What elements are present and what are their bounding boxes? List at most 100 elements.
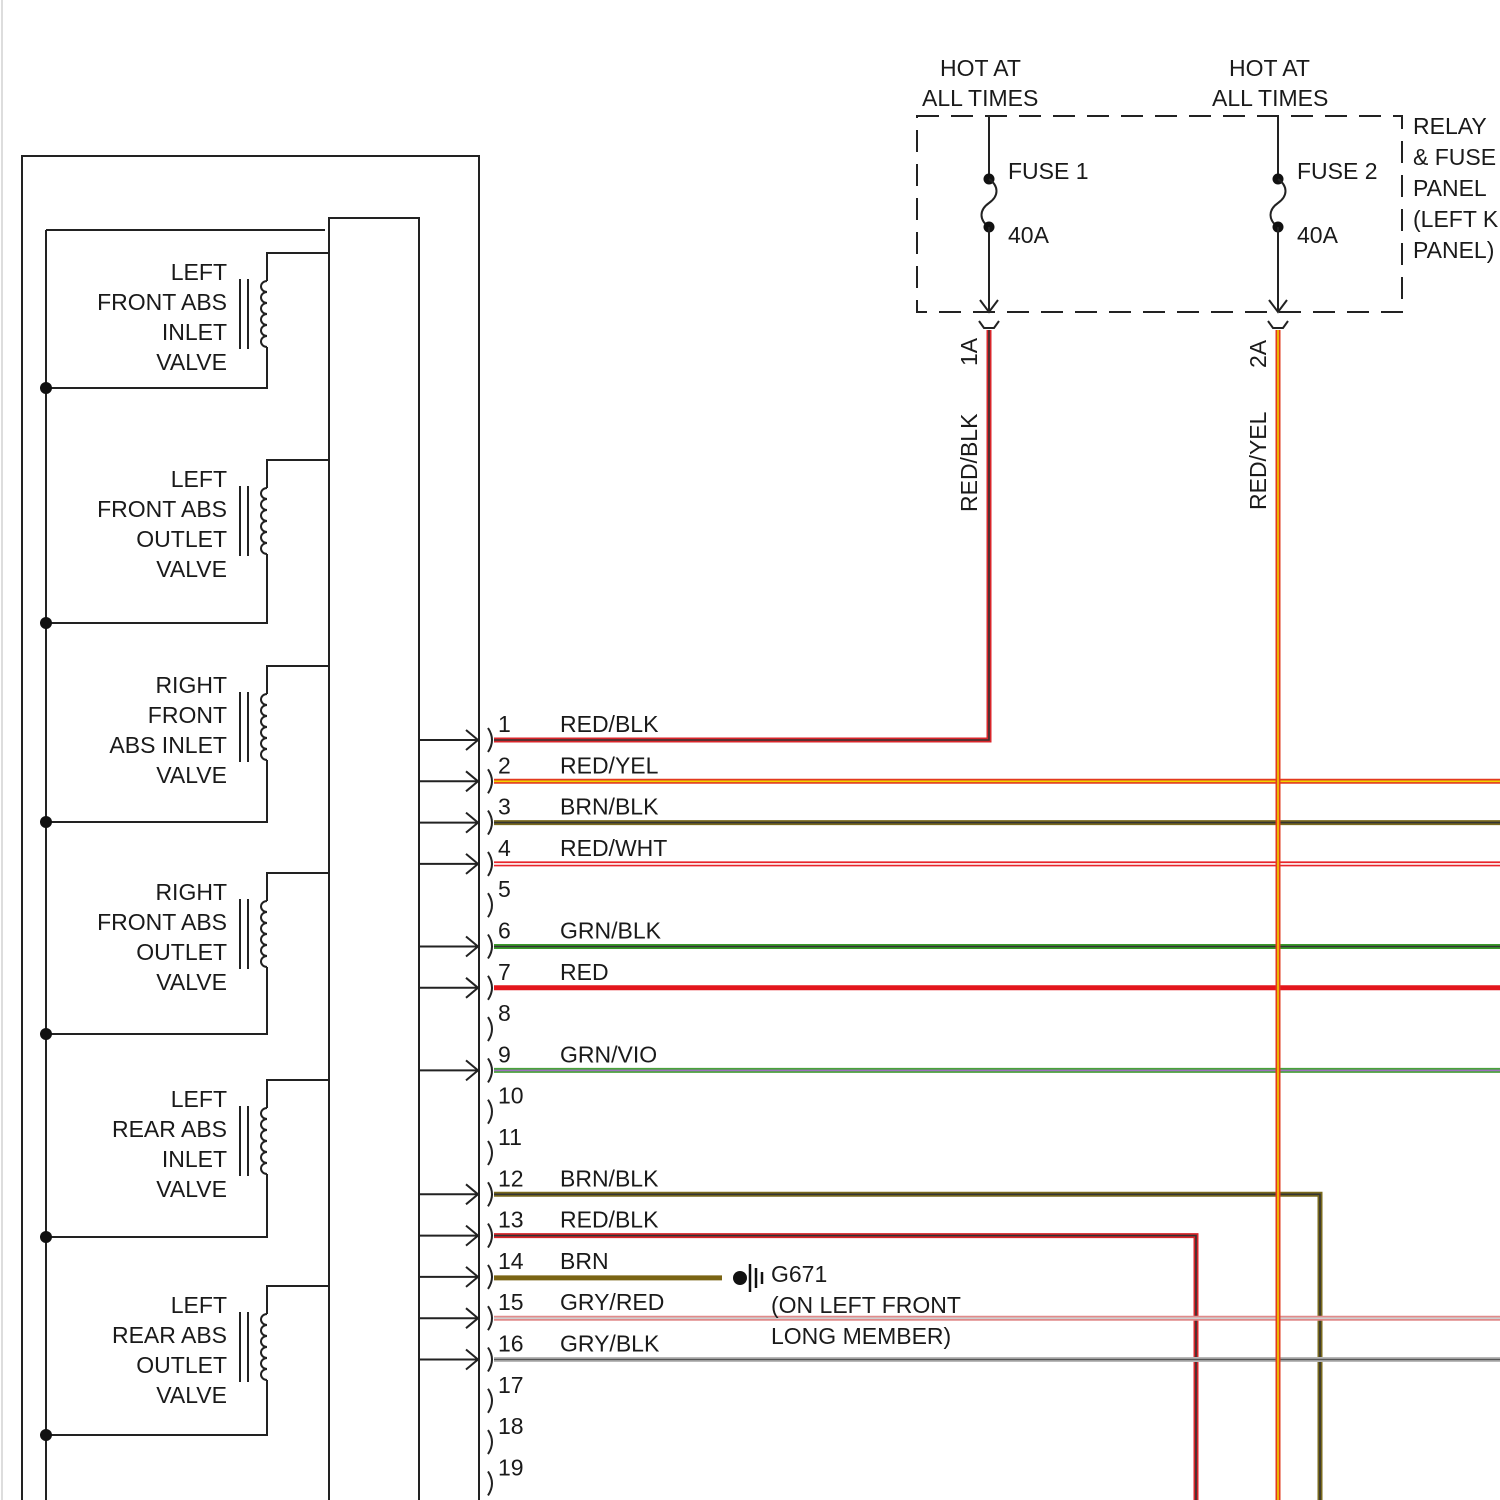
panel-label-line1: RELAY bbox=[1413, 113, 1487, 139]
panel-label-line5: PANEL) bbox=[1413, 237, 1494, 263]
hot-label-1-line2: ALL TIMES bbox=[922, 85, 1038, 111]
pin-socket-icon bbox=[488, 1100, 492, 1124]
valve-coil-icon bbox=[261, 901, 267, 967]
panel-label-line2: & FUSE bbox=[1413, 144, 1496, 170]
pin-socket-icon bbox=[488, 1224, 492, 1248]
valve-label-line: FRONT ABS bbox=[97, 496, 227, 522]
fuse2-rating: 40A bbox=[1297, 222, 1339, 248]
fuse1-name: FUSE 1 bbox=[1008, 158, 1089, 184]
bus-splice-dot bbox=[40, 816, 52, 828]
pin-number: 6 bbox=[498, 918, 511, 944]
pin-number: 7 bbox=[498, 959, 511, 985]
pin-17: 17 bbox=[488, 1372, 524, 1413]
ground-location-line2: LONG MEMBER) bbox=[771, 1323, 951, 1349]
valve-label-line: RIGHT bbox=[155, 879, 227, 905]
pin-number: 3 bbox=[498, 794, 511, 820]
valve-label-line: OUTLET bbox=[136, 939, 227, 965]
pin-3: 3 BRN/BLK bbox=[419, 794, 659, 835]
wire-pin-13-base bbox=[494, 1236, 1196, 1500]
hot-label-2-line1: HOT AT bbox=[1229, 55, 1310, 81]
pin-wire-label: BRN/BLK bbox=[560, 1165, 659, 1191]
valve-coil-icon bbox=[261, 694, 267, 760]
pin-wire-label: BRN/BLK bbox=[560, 794, 659, 820]
valve-label-line: VALVE bbox=[156, 1382, 227, 1408]
pin-16: 16GRY/BLK bbox=[419, 1331, 660, 1372]
valve-label-line: FRONT ABS bbox=[97, 909, 227, 935]
fuse2-connector-icon bbox=[1268, 321, 1288, 328]
fuse2-name: FUSE 2 bbox=[1297, 158, 1378, 184]
valve-label-line: INLET bbox=[162, 319, 227, 345]
pin-number: 4 bbox=[498, 835, 511, 861]
valve-label-line: LEFT bbox=[171, 259, 227, 285]
valve-coil-icon bbox=[261, 488, 267, 554]
valves-layer: LEFTFRONT ABSINLETVALVELEFTFRONT ABSOUTL… bbox=[40, 253, 329, 1441]
fuse2 bbox=[1268, 116, 1288, 328]
pin-18: 18 bbox=[488, 1413, 524, 1454]
pin-number: 18 bbox=[498, 1413, 524, 1439]
pin-wire-label: RED/YEL bbox=[560, 752, 659, 778]
pin-socket-icon bbox=[488, 976, 492, 1000]
pin-socket-icon bbox=[488, 1306, 492, 1330]
valve-label-line: OUTLET bbox=[136, 1352, 227, 1378]
pin-wire-label: GRY/RED bbox=[560, 1289, 664, 1315]
pin-number: 2 bbox=[498, 752, 511, 778]
fuse2-wire-label: RED/YEL bbox=[1245, 411, 1271, 510]
bus-splice-dot bbox=[40, 382, 52, 394]
pin-socket-icon bbox=[488, 935, 492, 959]
pin-5: 5 bbox=[488, 876, 511, 917]
ground-location-line1: (ON LEFT FRONT bbox=[771, 1292, 961, 1318]
valve-coil-icon bbox=[261, 1314, 267, 1380]
fuse1 bbox=[979, 116, 999, 328]
pin-wire-label: GRN/BLK bbox=[560, 918, 662, 944]
valve-label-line: ABS INLET bbox=[109, 732, 227, 758]
pin-number: 17 bbox=[498, 1372, 524, 1398]
pin-number: 15 bbox=[498, 1289, 524, 1315]
panel-label-line4: (LEFT K bbox=[1413, 206, 1499, 232]
pin-19: 19 bbox=[488, 1454, 524, 1495]
wire-pin-1-stripe bbox=[494, 330, 989, 740]
wire-pin-13 bbox=[494, 1236, 1196, 1500]
pin-socket-icon bbox=[488, 852, 492, 876]
bus-splice-dot bbox=[40, 1028, 52, 1040]
pin-number: 10 bbox=[498, 1083, 524, 1109]
pin-number: 5 bbox=[498, 876, 511, 902]
pin-number: 8 bbox=[498, 1000, 511, 1026]
pin-wire-label: RED/BLK bbox=[560, 1207, 659, 1233]
pin-8: 8 bbox=[488, 1000, 511, 1041]
valve-label-line: LEFT bbox=[171, 1292, 227, 1318]
valve-coil-icon bbox=[261, 281, 267, 347]
pin-number: 9 bbox=[498, 1041, 511, 1067]
pin-11: 11 bbox=[488, 1124, 522, 1165]
valve-label-line: VALVE bbox=[156, 556, 227, 582]
terminal-2a-label: 2A bbox=[1245, 339, 1271, 368]
pin-12: 12 BRN/BLK bbox=[419, 1165, 659, 1206]
valve-lead-top bbox=[267, 873, 329, 901]
fuse1-connector-icon bbox=[979, 321, 999, 328]
hot-label-2-line2: ALL TIMES bbox=[1212, 85, 1328, 111]
valve-6: LEFTREAR ABSOUTLETVALVE bbox=[40, 1286, 329, 1441]
valve-coil-icon bbox=[261, 1108, 267, 1174]
panel-label-line3: PANEL bbox=[1413, 175, 1487, 201]
valve-lead-top bbox=[267, 666, 329, 694]
wire-pin-1 bbox=[494, 330, 989, 740]
pin-number: 12 bbox=[498, 1165, 524, 1191]
valve-2: LEFTFRONT ABSOUTLETVALVE bbox=[40, 460, 329, 629]
pin-10: 10 bbox=[488, 1083, 524, 1124]
pin-number: 13 bbox=[498, 1207, 524, 1233]
pin-socket-icon bbox=[488, 893, 492, 917]
valve-label-line: OUTLET bbox=[136, 526, 227, 552]
ground-splice-dot bbox=[733, 1271, 747, 1285]
wire-pin-13-stripe bbox=[494, 1236, 1196, 1500]
fuse1-rating: 40A bbox=[1008, 222, 1050, 248]
pin-number: 19 bbox=[498, 1454, 524, 1480]
ground-g671 bbox=[733, 1264, 762, 1292]
connector-layer: 1RED/BLK2RED/YEL3BRN/BLK4RED/WHT56GRN/BL… bbox=[419, 711, 667, 1495]
pin-wire-label: GRY/BLK bbox=[560, 1331, 660, 1357]
pin-2: 2 RED/YEL bbox=[419, 752, 659, 793]
pin-wire-label: GRN/VIO bbox=[560, 1041, 657, 1067]
